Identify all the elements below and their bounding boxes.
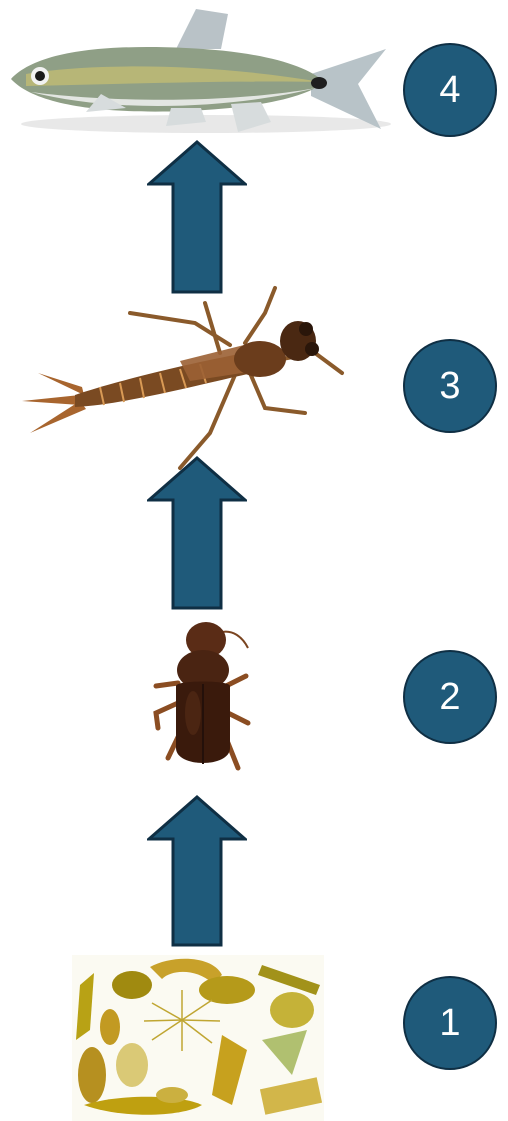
level-number-2: 2 (439, 676, 460, 719)
arrow-1-to-2 (147, 795, 247, 947)
level-number-1: 1 (439, 1002, 460, 1045)
fish-image (6, 4, 394, 134)
level-badge-3: 3 (403, 339, 497, 433)
damselfly-nymph-image (20, 283, 350, 473)
level-badge-4: 4 (403, 43, 497, 137)
arrow-2-to-3 (147, 456, 247, 610)
level-number-3: 3 (439, 365, 460, 408)
level-badge-2: 2 (403, 650, 497, 744)
diatoms-image (72, 955, 324, 1121)
level-number-4: 4 (439, 69, 460, 112)
beetle-image (148, 618, 258, 783)
arrow-3-to-4 (147, 140, 247, 294)
level-badge-1: 1 (403, 976, 497, 1070)
